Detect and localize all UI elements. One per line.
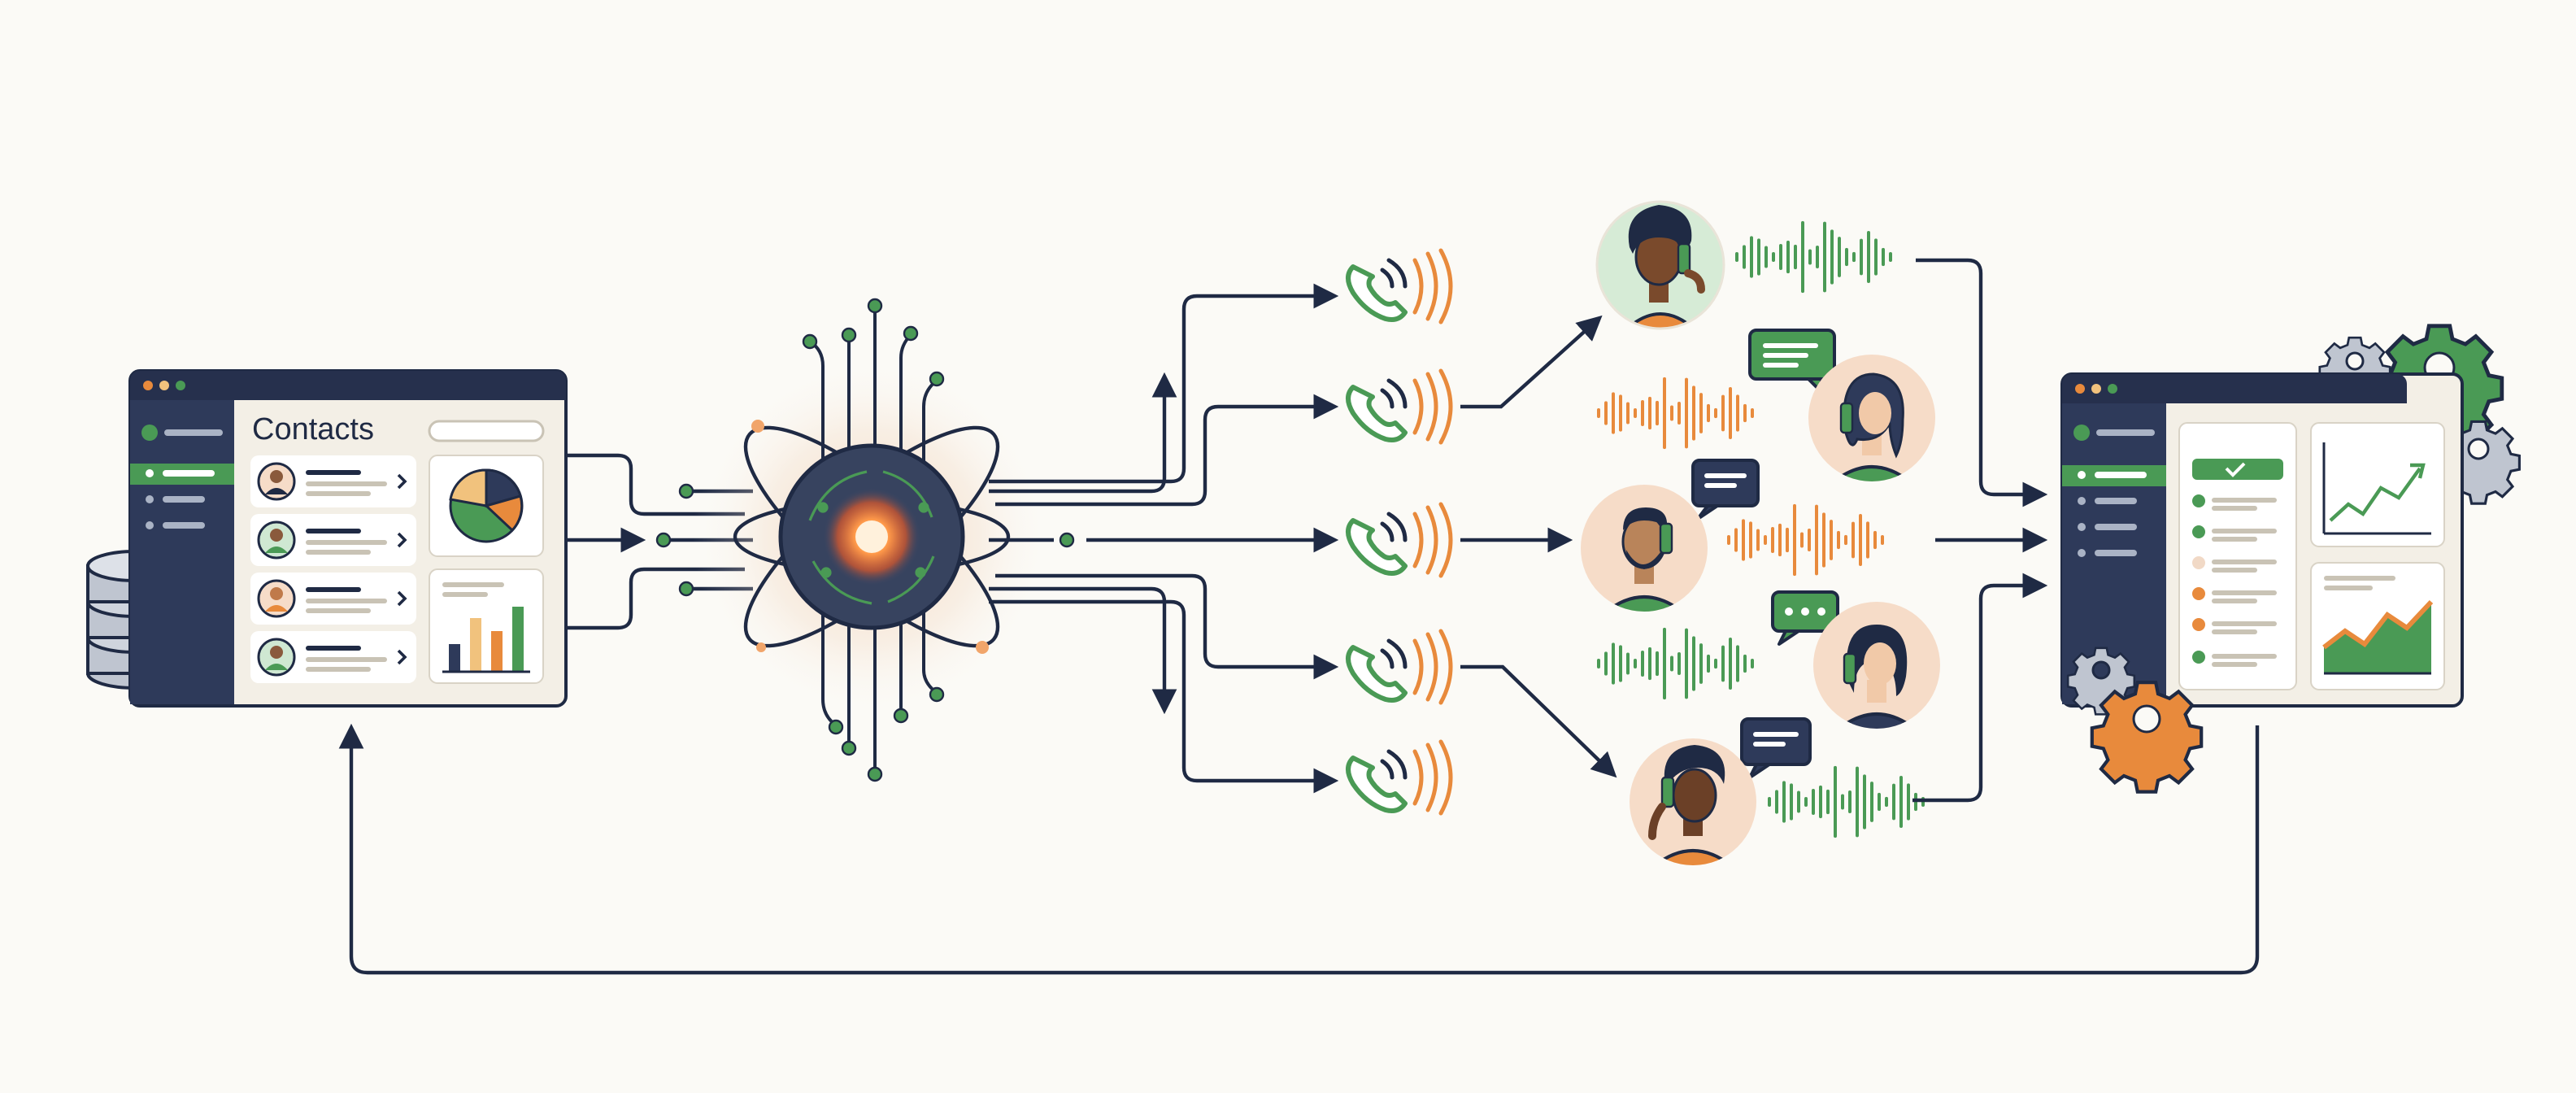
dashboard-window [2060,372,2464,708]
phone-icon [1346,756,1408,813]
chat-dots-icon [1691,459,1760,520]
people-on-calls [1581,200,1940,865]
speech-bubble-icon [1740,717,1812,779]
line-chart-icon [2322,442,2431,535]
phone-4 [1346,629,1453,705]
bar-chart-card [429,568,544,684]
area-chart-card [2310,562,2445,690]
sidebar [2062,425,2166,557]
contact-row[interactable] [250,631,416,683]
chevron-right-icon [397,649,407,665]
person-to-dashboard-connectors [1912,258,2048,803]
pie-chart-icon [449,468,524,543]
window-dots-icon [2075,384,2117,394]
signal-waves-icon [1380,248,1453,324]
voice-waveform-icon [1735,220,1892,294]
bar-chart-icon [442,607,530,673]
crm-title: Contacts [252,412,374,446]
chevron-right-icon [397,473,407,490]
contact-row[interactable] [250,573,416,625]
search-input[interactable] [428,420,545,442]
phone-to-person-connectors [1460,315,1617,778]
signal-waves-icon [1380,739,1453,816]
core-to-phones-connectors [989,283,1339,794]
pie-chart-card [429,455,544,557]
phone-2 [1346,368,1453,445]
chevron-right-icon [397,590,407,607]
sidebar [130,425,234,529]
signal-waves-icon [1380,368,1453,445]
line-chart-card [2310,422,2445,547]
voice-waveform-icon [1768,765,1925,838]
area-chart-icon [2322,599,2434,675]
signal-waves-icon [1380,629,1453,705]
ai-core-icon [693,298,1051,782]
phone-1 [1346,248,1453,324]
chat-dots-icon [1771,590,1839,646]
chevron-right-icon [397,532,407,548]
voice-waveform-icon [1597,627,1754,700]
contact-row[interactable] [250,514,416,566]
phone-column [1346,248,1453,816]
contact-list [250,455,416,683]
contact-row[interactable] [250,455,416,507]
signal-waves-icon [1380,502,1453,578]
phone-3 [1346,502,1453,578]
gear-icon [2090,681,2204,794]
checklist-card [2178,422,2297,690]
voice-waveform-icon [1597,377,1754,450]
crm-window: Contacts [128,369,568,708]
person-on-call-icon [1581,485,1708,612]
person-on-call-icon [1630,738,1756,865]
phone-icon [1346,645,1408,703]
window-dots-icon [143,381,185,390]
person-on-call-icon [1595,200,1725,330]
phone-icon [1346,385,1408,442]
person-on-call-icon [1813,602,1940,729]
phone-icon [1346,518,1408,576]
phone-icon [1346,264,1408,322]
feedback-loop-arrow [338,723,2260,975]
arrow-icon [338,723,2260,975]
phone-5 [1346,739,1453,816]
person-on-call-icon [1808,355,1935,481]
speech-bubble-icon [1748,329,1836,394]
checkmark-icon [2225,462,2246,477]
voice-waveform-icon [1727,503,1884,577]
